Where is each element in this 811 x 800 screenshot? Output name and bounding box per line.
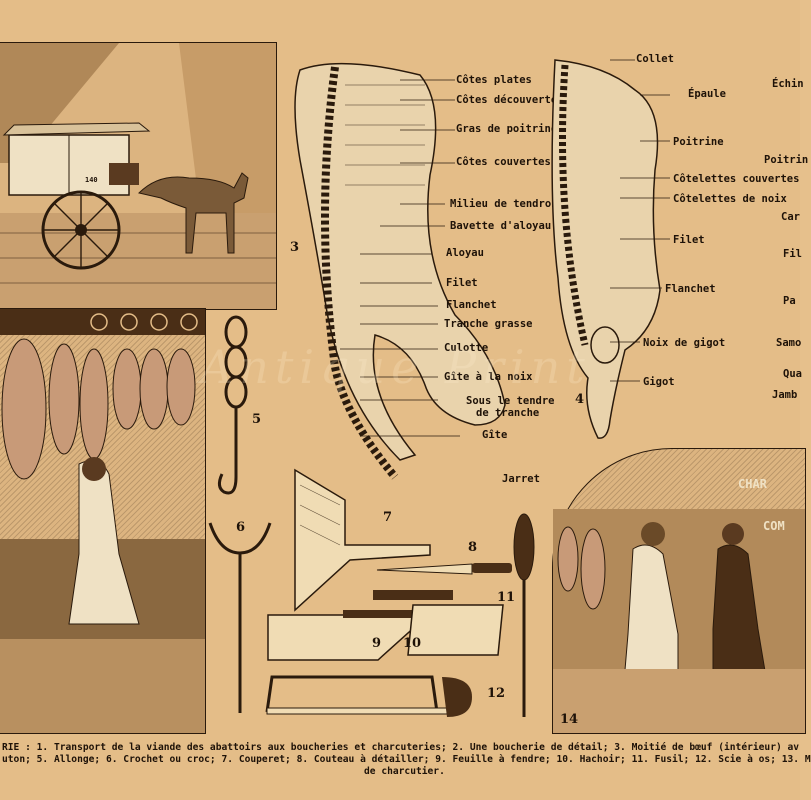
beef-label-cotes-couvertes: Côtes couvertes [456,156,551,168]
plate-caption: RIE : 1. Transport de la viande des abat… [0,742,811,800]
caption-line-2: uton; 5. Allonge; 6. Crochet ou croc; 7.… [2,754,811,765]
figure-number-12: 12 [487,686,506,701]
mutton-leader-lines [610,59,670,382]
mutton-label-cotelettes-de-noix: Côtelettes de noix [673,193,787,205]
beef-label-sous-le-tendre: Sous le tendre [466,395,555,407]
beef-label-flanchet: Flanchet [446,299,497,311]
figure-number-7: 7 [383,510,393,525]
figure-number-14: 14 [560,712,579,727]
pork-label-poitrine: Poitrin [764,154,809,166]
figure-number-8: 8 [468,540,478,555]
beef-label-gras-de-poitrine: Gras de poitrine [456,123,558,135]
pork-label-carre: Car [781,211,800,223]
figure-number-6: 6 [236,520,246,535]
pork-label-jambon: Jamb [772,389,798,401]
pork-label-filet: Fil [783,248,802,260]
feuille-hachoir-tools [267,590,504,661]
beef-half-illustration [294,62,506,480]
mutton-label-cotelettes-couvertes: Côtelettes couvertes [673,173,800,185]
caption-line-1: RIE : 1. Transport de la viande des abat… [2,742,800,753]
pork-label-echine: Échin [772,78,804,90]
shop-sign-char: CHAR [738,477,767,491]
beef-label-culotte: Culotte [444,342,489,354]
panel-charcuterie: CHAR COM [552,448,806,734]
cart-plate-number: 140 [85,176,98,184]
pork-label-samole: Samo [776,337,802,349]
couperet-tool [294,468,431,612]
figure-number-3: 3 [290,240,300,255]
charcuterie-illustration [553,509,805,733]
beef-label-milieu-de-tendron: Milieu de tendron [450,198,558,210]
beef-label-aloyau: Aloyau [446,247,484,259]
shop-sign-com: COM [763,519,785,533]
mutton-label-collet: Collet [636,53,674,65]
scie-tool [265,675,472,717]
beef-label-jarret: Jarret [502,473,540,485]
figure-number-11: 11 [497,590,516,605]
mutton-label-gigot: Gigot [643,376,675,388]
mutton-label-flanchet: Flanchet [665,283,716,295]
beef-label-cotes-plates: Côtes plates [456,74,532,86]
figure-number-9: 9 [372,636,382,651]
beef-label-tranche-grasse: Tranche grasse [444,318,533,330]
panel-butcher-shop [0,308,206,734]
allonge-tool [217,315,248,495]
figure-number-5: 5 [252,412,262,427]
mutton-label-noix-de-gigot: Noix de gigot [643,337,726,349]
caption-line-3: de charcutier. [364,766,445,777]
beef-label-gite-a-la-noix: Gîte à la noix [444,371,533,383]
pork-label-quasi: Qua [783,368,802,380]
pork-label-panne: Pa [783,295,796,307]
fusil-tool [513,513,535,717]
panel-transport-cart: 140 [0,42,277,310]
figure-number-4: 4 [575,392,585,407]
beef-label-cotes-decouvertes: Côtes découvertes [456,94,564,106]
couteau-tool [376,563,512,575]
figure-number-10: 10 [403,636,422,651]
beef-label-de-tranche: de tranche [476,407,540,419]
butcher-shop-illustration [0,309,205,733]
mutton-label-filet: Filet [673,234,705,246]
beef-label-gite: Gîte [482,429,508,441]
beef-label-bavette-d-aloyau: Bavette d'aloyau [450,220,552,232]
mutton-label-epaule: Épaule [688,88,726,100]
cart-illustration [0,43,276,309]
mutton-illustration [551,59,661,439]
beef-label-filet: Filet [446,277,478,289]
crochet-tool [208,522,272,713]
watermark: Antique Print [200,340,591,394]
mutton-label-poitrine: Poitrine [673,136,724,148]
beef-leader-lines [340,79,460,437]
